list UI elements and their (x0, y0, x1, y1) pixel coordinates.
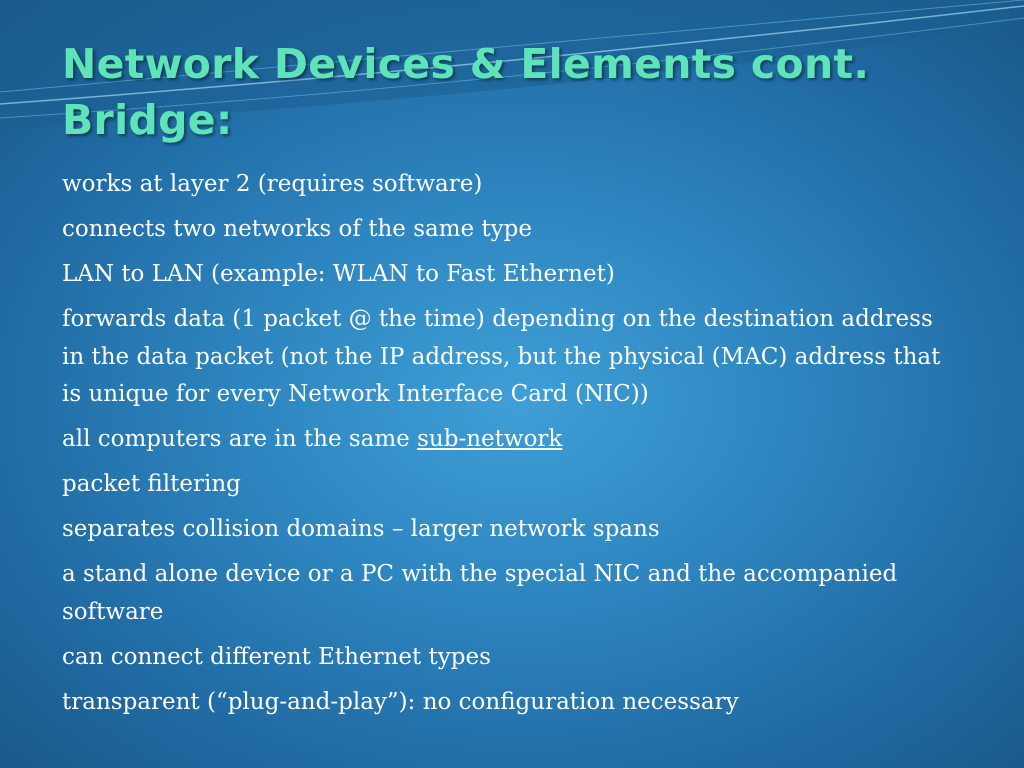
bullet-item: a stand alone device or a PC with the sp… (62, 556, 942, 631)
bullet-text: transparent (“plug-and-play”): no config… (62, 688, 739, 715)
bullet-text: LAN to LAN (example: WLAN to Fast Ethern… (62, 261, 615, 287)
bullet-text: works at layer 2 (requires software) (62, 171, 483, 197)
bullet-item: works at layer 2 (requires software) (62, 166, 942, 204)
bullet-text: separates collision domains – larger net… (62, 516, 660, 542)
bullet-text: all computers are in the same (62, 426, 418, 452)
bullet-item: packet filtering (62, 466, 942, 504)
slide-title-line-1: Network Devices & Elements cont. (62, 40, 870, 88)
bullet-item: all computers are in the same sub-networ… (62, 421, 942, 459)
bullet-text: can connect different Ethernet types (62, 643, 491, 670)
bullet-text: connects two networks of the same type (62, 216, 533, 242)
bullet-text: a stand alone device or a PC with the sp… (62, 561, 898, 625)
bullet-item: separates collision domains – larger net… (62, 511, 942, 549)
slide-title: Network Devices & Elements cont. Bridge: (62, 36, 962, 148)
bullet-item: connects two networks of the same type (62, 211, 942, 249)
bullet-text: packet filtering (62, 471, 241, 497)
bullet-list: works at layer 2 (requires software) con… (62, 166, 942, 729)
bullet-item: transparent (“plug-and-play”): no config… (62, 684, 942, 722)
decorative-swoosh (0, 0, 1024, 130)
sub-network-link[interactable]: sub-network (417, 426, 563, 452)
slide-title-line-2: Bridge: (62, 96, 233, 144)
bullet-text: forwards data (1 packet @ the time) depe… (62, 306, 941, 407)
bullet-item: LAN to LAN (example: WLAN to Fast Ethern… (62, 256, 942, 294)
bullet-item: can connect different Ethernet types (62, 639, 942, 677)
bullet-item: forwards data (1 packet @ the time) depe… (62, 301, 942, 414)
